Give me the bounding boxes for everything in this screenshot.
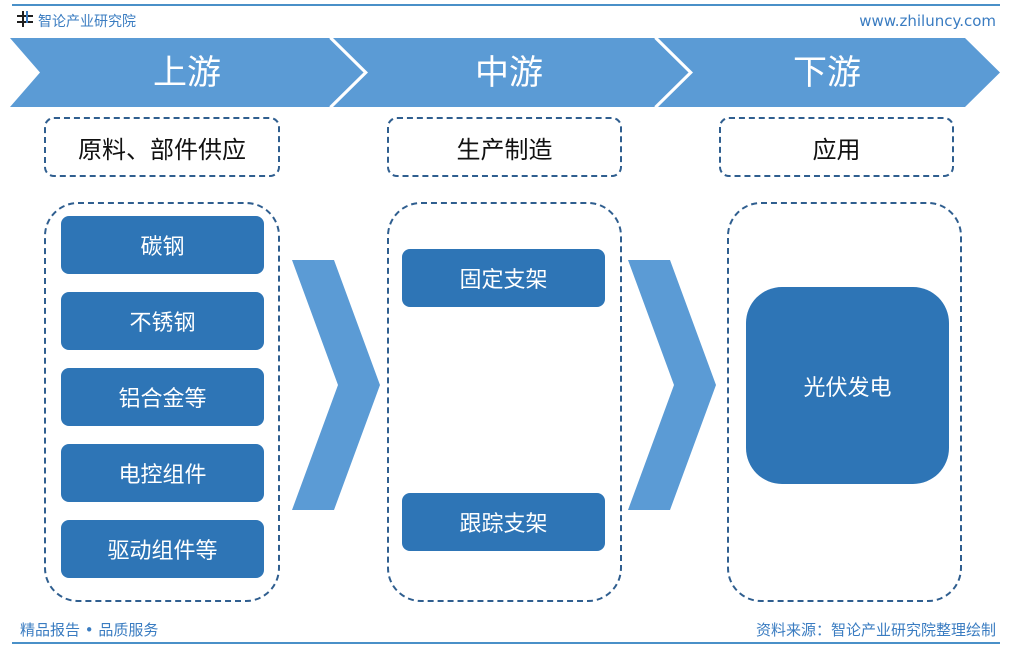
footer-slogan: 精品报告 • 品质服务 [20,621,159,639]
brand-logo-icon [16,10,34,32]
midstream-item-fixed-mount: 固定支架 [402,249,605,307]
stage-title-upstream: 上游 [153,53,221,93]
upstream-item-stainless-steel: 不锈钢 [61,292,264,350]
stage-title-midstream: 中游 [475,53,543,93]
upstream-column [44,202,280,602]
stage-subtitle-upstream: 原料、部件供应 [44,117,280,177]
upstream-item-drive-components: 驱动组件等 [61,520,264,578]
upstream-chevron [10,38,365,107]
upstream-item-electric-control: 电控组件 [61,444,264,502]
brand-name: 智论产业研究院 [38,14,136,30]
downstream-column [727,202,962,602]
stage-subtitle-downstream: 应用 [719,117,954,177]
brand: 智论产业研究院 [16,10,136,32]
upstream-item-carbon-steel: 碳钢 [61,216,264,274]
midstream-item-tracking-mount: 跟踪支架 [402,493,605,551]
top-border-line [12,4,1000,6]
stage-title-downstream: 下游 [793,53,861,93]
upstream-item-aluminum-alloy: 铝合金等 [61,368,264,426]
footer-source: 资料来源：智论产业研究院整理绘制 [755,621,996,639]
stage-subtitle-midstream: 生产制造 [387,117,622,177]
downstream-item-pv-power: 光伏发电 [746,287,949,484]
website-url: www.zhiluncy.com [859,12,996,30]
midstream-chevron [333,38,690,107]
bottom-border-line [12,642,1000,644]
downstream-chevron [658,38,1000,107]
stage-chevron-bar [10,38,1000,107]
flow-arrow-midstream-to-downstream [628,260,716,510]
midstream-column [387,202,622,602]
flow-arrow-upstream-to-midstream [292,260,380,510]
